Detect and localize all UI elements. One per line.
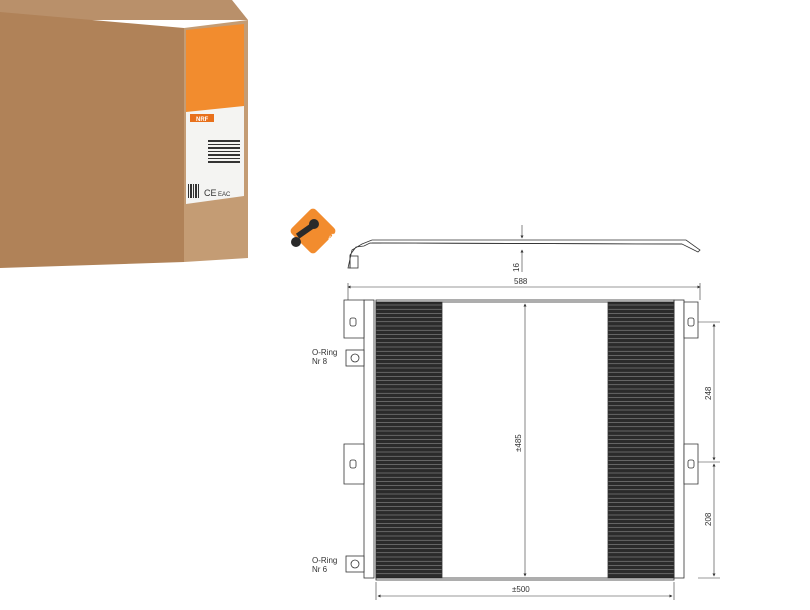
vertical-barcode [188, 184, 199, 198]
height-label: ±485 [514, 434, 523, 452]
easyfit-badge: easyfit [290, 208, 339, 262]
product-box-image: NRF CE EAC [0, 0, 248, 268]
right-tank [673, 299, 699, 579]
core-width-label: ±500 [512, 585, 530, 594]
badge-background [290, 208, 336, 254]
barcode [208, 140, 240, 163]
brand-logo [190, 114, 214, 122]
core-width-dimension [375, 582, 675, 600]
oring-port-top [345, 349, 365, 367]
bracket-spacing-dimensions [698, 321, 720, 579]
orange-label-band [186, 24, 244, 114]
oring-label-bottom: O-Ring Nr 6 [312, 556, 337, 574]
bracket-spacing-lower-label: 208 [704, 512, 713, 526]
oring-label-top: O-Ring Nr 8 [312, 348, 337, 366]
thickness-label: 16 [512, 263, 521, 272]
box-top-face [0, 0, 248, 20]
top-profile-view [347, 239, 701, 269]
wrench-icon [291, 219, 319, 247]
core-outline [375, 299, 675, 581]
condenser-drawing: 16 588 ±485 [343, 225, 720, 600]
brand-logo-text: NRF [196, 117, 209, 123]
total-width-label: 588 [514, 277, 528, 286]
total-width-dimension [347, 283, 701, 300]
oring-label-top-line2: Nr 8 [312, 357, 328, 366]
core-fins-right [607, 301, 675, 579]
eac-mark: EAC [218, 192, 231, 198]
box-front-face [0, 12, 184, 268]
core-tube-lines [376, 304, 674, 575]
bracket-spacing-upper-label: 248 [704, 386, 713, 400]
oring-port-bottom [345, 555, 365, 573]
oring-label-top-line1: O-Ring [312, 348, 338, 357]
oring-label-bottom-line2: Nr 6 [312, 565, 328, 574]
ce-mark: CE [204, 188, 217, 198]
core-fins-left [375, 301, 443, 579]
oring-label-bottom-line1: O-Ring [312, 556, 338, 565]
left-tank [343, 299, 375, 579]
